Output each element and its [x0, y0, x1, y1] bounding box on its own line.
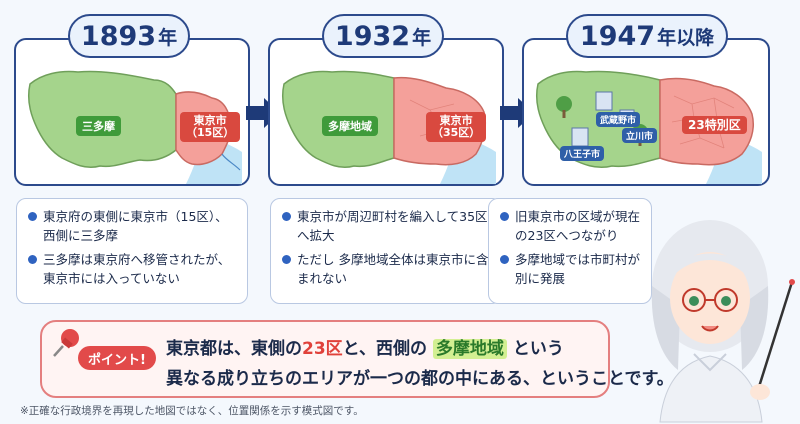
point-badge: ポイント! [78, 346, 156, 370]
point-text-part: 東京都は、東側の [166, 339, 302, 359]
year-number: 1932 [334, 20, 411, 52]
point-text-line2: 異なる成り立ちのエリアが一つの都の中にある、ということです。 [166, 369, 674, 389]
year-suffix: 年 [412, 26, 432, 49]
label-tokyo-city-1893: 東京市 （15区） [180, 112, 241, 142]
year-number: 1893 [80, 20, 157, 52]
guide-character-illustration [651, 220, 795, 423]
note-1947: 旧東京市の区域が現在の23区へつながり 多摩地域では市町村が別に発展 [488, 198, 652, 304]
label-tokyo-city-1932: 東京市 （35区） [426, 112, 487, 142]
note-1893: 東京府の東側に東京市（15区）、西側に三多摩 三多摩は東京府へ移管されたが、東京… [16, 198, 248, 304]
highlight-tama-area: 多摩地域 [432, 339, 507, 359]
label-musashino: 武蔵野市 [596, 112, 641, 127]
note-item: 東京市が周辺町村を編入して35区へ拡大 [281, 207, 491, 245]
note-item: 東京府の東側に東京市（15区）、西側に三多摩 [27, 207, 237, 245]
point-text-line1: 東京都は、東側の23区と、西側の 多摩地域 という [166, 334, 564, 359]
point-text-part: という [512, 339, 564, 359]
label-tokyo-city-wards: （15区） [186, 126, 235, 139]
panel-1932: 多摩地域 東京市 （35区） [268, 38, 504, 186]
label-tama-area: 多摩地域 [322, 116, 378, 136]
panel-1893: 三多摩 東京市 （15区） [14, 38, 250, 186]
label-23-wards: 23特別区 [682, 116, 747, 134]
label-tokyo-city-name: 東京市 [439, 114, 473, 127]
note-1932: 東京市が周辺町村を編入して35区へ拡大 ただし 多摩地域全体は東京市に含まれない [270, 198, 502, 304]
note-item: 三多摩は東京府へ移管されたが、東京市には入っていない [27, 250, 237, 288]
year-suffix: 年以降 [657, 26, 715, 49]
year-suffix: 年 [158, 26, 178, 49]
map-1947 [535, 70, 762, 184]
label-hachioji: 八王子市 [560, 146, 605, 161]
year-number: 1947 [579, 20, 656, 52]
highlight-23-wards: 23区 [302, 339, 343, 359]
note-item: 多摩地域では市町村が別に発展 [499, 250, 641, 288]
pushpin-icon [53, 329, 79, 357]
point-text-part: と、西側の [342, 339, 427, 359]
note-item: ただし 多摩地域全体は東京市に含まれない [281, 250, 491, 288]
panel-1947: 武蔵野市 立川市 八王子市 23特別区 [522, 38, 770, 186]
label-santama: 三多摩 [76, 116, 121, 136]
footnote: ※正確な行政境界を再現した地図ではなく、位置関係を示す模式図です。 [20, 405, 364, 417]
label-tokyo-city-wards: （35区） [432, 126, 481, 139]
note-item: 旧東京市の区域が現在の23区へつながり [499, 207, 641, 245]
label-tachikawa: 立川市 [622, 128, 658, 143]
label-tokyo-city-name: 東京市 [193, 114, 227, 127]
